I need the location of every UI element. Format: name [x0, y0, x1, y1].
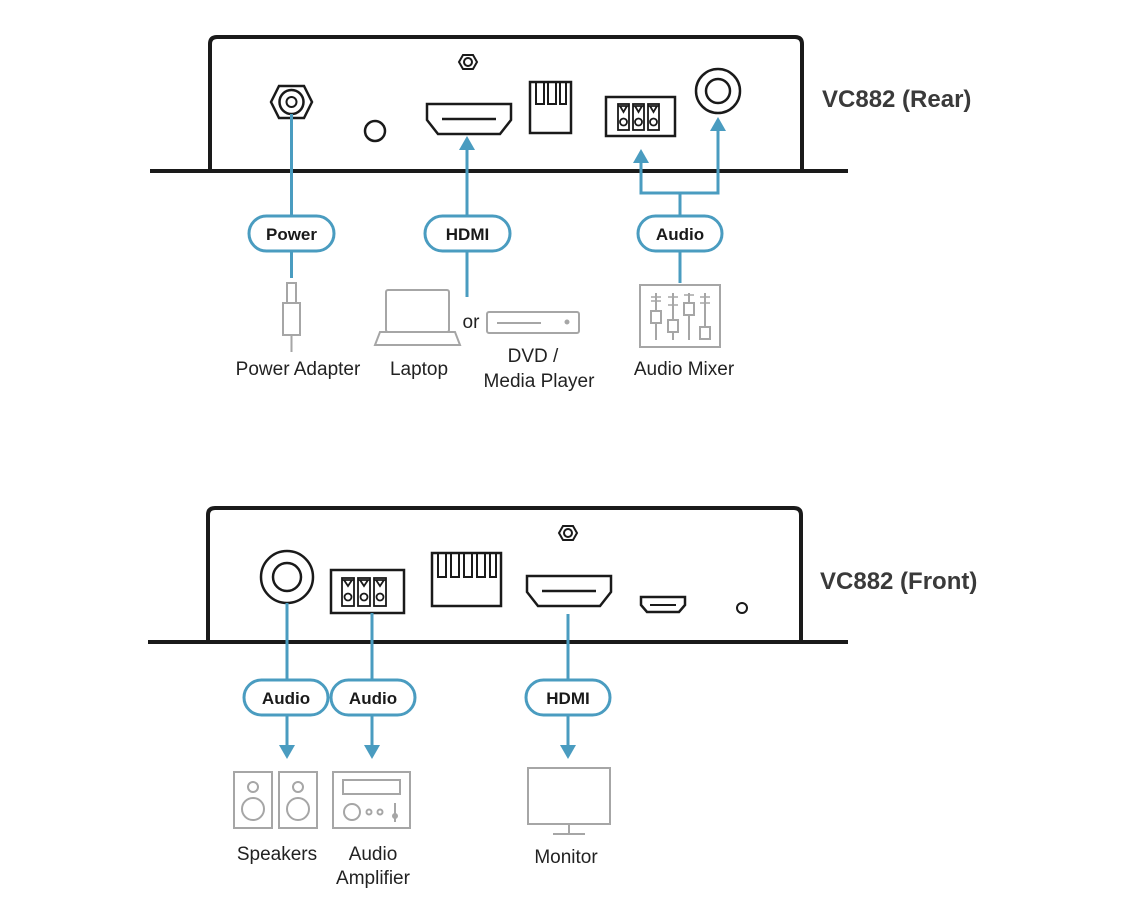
front-ground-screw-icon [557, 525, 579, 541]
power-pill: Power [247, 214, 336, 253]
power-port-icon [269, 84, 314, 120]
monitor-icon [527, 767, 611, 835]
dvd-label-line1: DVD / [508, 346, 559, 367]
rear-device-body [208, 35, 804, 171]
dvd-label-line2: Media Player [484, 371, 596, 392]
front-title: VC882 (Front) [820, 568, 977, 595]
front-panel-section: VC882 (Front) [148, 506, 977, 889]
rear-terminal-block-icon [604, 95, 677, 138]
front-mini-hdmi-port-icon [639, 595, 687, 614]
laptop-label: Laptop [390, 359, 448, 380]
ground-screw-icon [457, 54, 479, 70]
rear-hdmi-pill-label: HDMI [446, 225, 489, 244]
front-device-body [206, 506, 803, 642]
front-dip-switch-icon [430, 551, 503, 608]
power-pill-label: Power [266, 225, 317, 244]
laptop-icon [373, 289, 462, 346]
front-hdmi-port-icon [525, 574, 613, 608]
rear-audio-connector-lines [639, 128, 720, 283]
rear-audio-arrow-jack-icon [710, 117, 726, 131]
front-hdmi-pill: HDMI [524, 678, 612, 717]
front-connector-lines [285, 603, 570, 746]
front-terminal-block-icon [329, 568, 406, 615]
rear-audio-arrow-terminal-icon [633, 149, 649, 163]
rear-hdmi-pill: HDMI [423, 214, 512, 253]
rear-hdmi-arrow-icon [459, 136, 475, 150]
rear-hdmi-port-icon [425, 102, 513, 136]
rear-dip-switch-icon [528, 80, 573, 135]
front-audio-jack-icon [259, 549, 315, 605]
rear-title: VC882 (Rear) [822, 86, 971, 113]
dvd-player-icon [486, 311, 580, 334]
amplifier-label-line2: Amplifier [336, 868, 411, 889]
front-led-icon [736, 602, 748, 614]
rear-button-icon [363, 119, 387, 143]
audio-mixer-icon [639, 284, 721, 348]
speakers-label: Speakers [237, 844, 317, 865]
rear-panel-section: VC882 (Rear) [150, 35, 971, 392]
rear-audio-jack-icon [694, 67, 742, 115]
amplifier-arrow-icon [364, 745, 380, 759]
amplifier-label-line1: Audio [349, 844, 398, 865]
speakers-icon [233, 771, 318, 829]
monitor-label: Monitor [534, 847, 598, 868]
speakers-arrow-icon [279, 745, 295, 759]
front-hdmi-pill-label: HDMI [546, 689, 589, 708]
or-label: or [463, 312, 481, 333]
rear-audio-pill-label: Audio [656, 225, 704, 244]
monitor-arrow-icon [560, 745, 576, 759]
front-audio-amplifier-pill-label: Audio [349, 689, 397, 708]
power-adapter-icon [282, 282, 301, 352]
front-audio-amplifier-pill: Audio [329, 678, 417, 717]
rear-audio-pill: Audio [636, 214, 724, 253]
power-adapter-label: Power Adapter [236, 359, 361, 380]
front-audio-speakers-pill: Audio [242, 678, 330, 717]
audio-mixer-label: Audio Mixer [634, 359, 735, 380]
audio-amplifier-icon [332, 771, 411, 829]
front-audio-speakers-pill-label: Audio [262, 689, 310, 708]
